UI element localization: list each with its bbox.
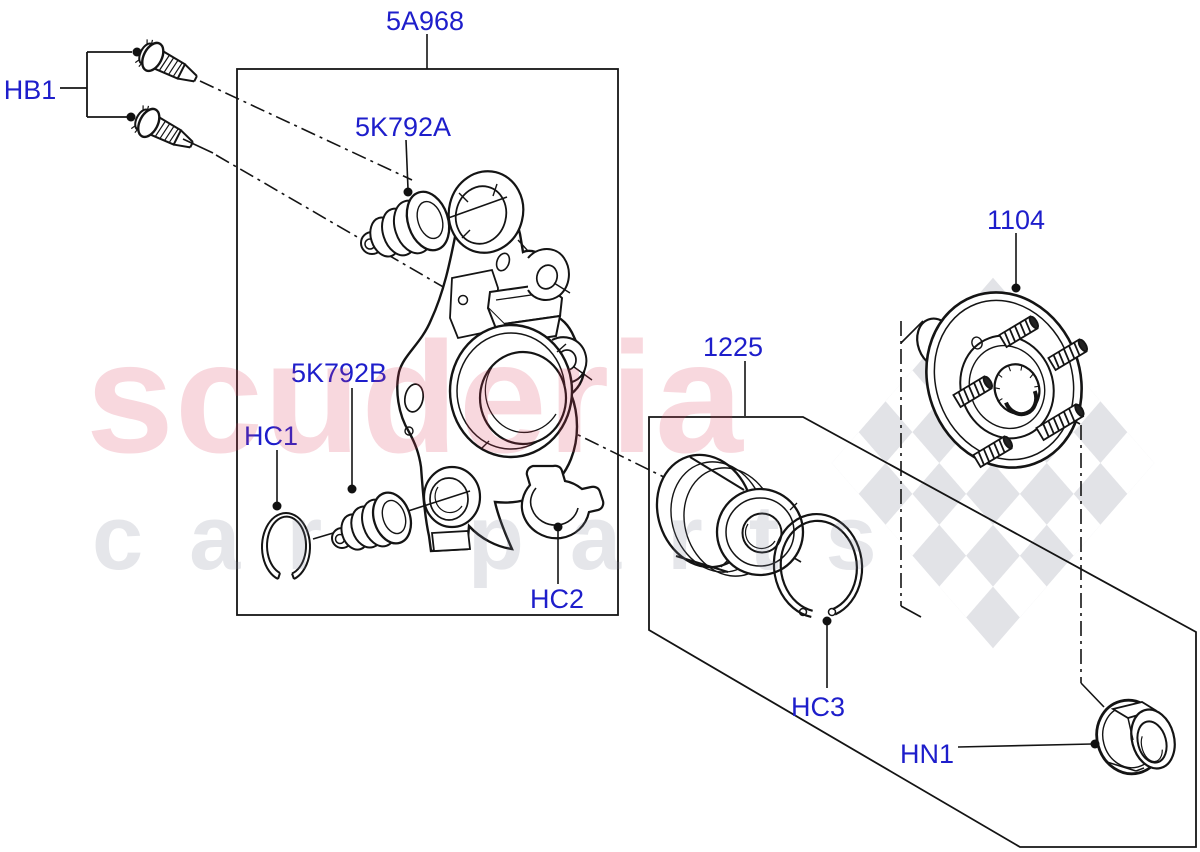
leader-lines [276, 34, 1093, 748]
hb1-bracket [60, 51, 132, 118]
nut-drawing [1095, 698, 1176, 776]
part-label-hc1[interactable]: HC1 [244, 421, 298, 451]
hub-drawing [916, 291, 1088, 469]
part-label-5k792b[interactable]: 5K792B [291, 358, 387, 388]
part-label-hb1[interactable]: HB1 [4, 75, 57, 105]
part-label-hn1[interactable]: HN1 [900, 739, 954, 769]
bolt-icon [134, 39, 198, 83]
part-label-5k792a[interactable]: 5K792A [355, 112, 451, 142]
bearing-drawing [655, 453, 805, 577]
knuckle-drawing [396, 170, 593, 553]
bushing-drawing [360, 190, 508, 258]
part-label-5a968[interactable]: 5A968 [386, 6, 464, 36]
retaining-clip-drawing [520, 464, 605, 540]
part-label-1225[interactable]: 1225 [703, 332, 763, 362]
bushing-drawing [312, 490, 471, 551]
snap-ring-drawing [772, 512, 864, 619]
part-label-hc3[interactable]: HC3 [791, 692, 845, 722]
bolt-icon [130, 105, 194, 149]
leader-dots [126, 47, 1100, 749]
snap-ring-drawing [261, 511, 311, 580]
part-label-hc2[interactable]: HC2 [530, 584, 584, 614]
center-lines [182, 80, 1105, 708]
part-label-1104[interactable]: 1104 [987, 205, 1045, 235]
kit-box-1225 [648, 416, 1197, 848]
